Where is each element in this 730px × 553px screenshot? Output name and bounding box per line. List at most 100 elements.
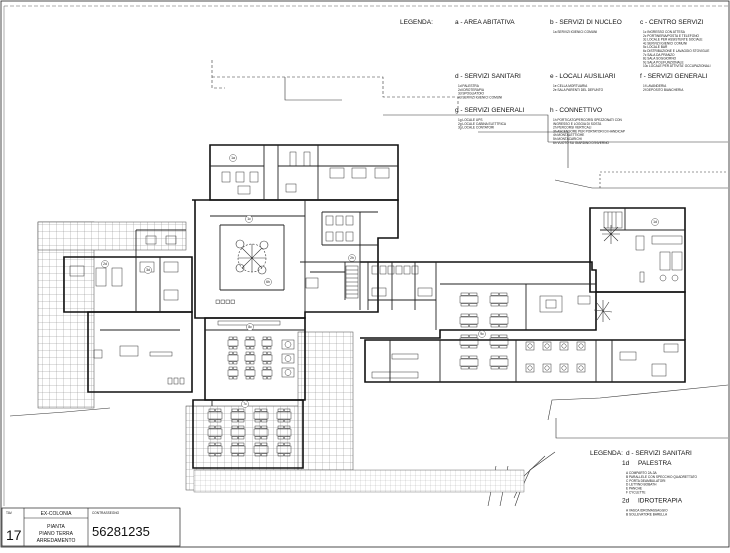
bar-counter: [391, 353, 419, 360]
stairs: [345, 211, 623, 299]
bench-long: [149, 351, 173, 357]
card-table: [525, 341, 535, 351]
chair: [284, 442, 291, 446]
lounge-table-round: [284, 341, 292, 348]
legend-group-head: c - CENTRO SERVIZI: [640, 19, 704, 26]
chair: [277, 419, 284, 423]
wc: [345, 215, 354, 226]
legend-item: 4h MONTALETTIGHE: [553, 133, 584, 137]
legend-item: 8c SALA SOGGIORNO: [643, 57, 677, 61]
title-line-1: PIANTA: [47, 524, 65, 530]
chair: [250, 366, 255, 370]
chair: [469, 292, 478, 296]
dining-table: [227, 354, 239, 362]
dining-table: [261, 369, 273, 377]
chair: [490, 345, 499, 349]
lounge-table-round: [284, 369, 292, 376]
chair: [233, 351, 238, 355]
exercise-bench: [659, 251, 671, 271]
legend-item: 6h VUOTO SU GIARDINO D'INVERNO: [553, 141, 610, 145]
chair: [215, 453, 222, 457]
chair: [215, 425, 222, 429]
chair: [208, 442, 215, 446]
dining-table: [489, 316, 509, 325]
lounge-table: [281, 367, 295, 378]
chair: [238, 419, 245, 423]
chair: [499, 355, 508, 359]
card-table-top: [561, 365, 567, 371]
chair: [250, 351, 255, 355]
chair: [262, 336, 267, 340]
legend-item: 1c INGRESSO CON ATTESA: [643, 30, 686, 34]
chair: [460, 313, 469, 317]
chair: [228, 366, 233, 370]
room-label-3d: 3d: [144, 266, 152, 274]
dining-table: [276, 411, 292, 420]
wc-cubicle: [249, 171, 259, 183]
dining-table: [244, 369, 256, 377]
chair: [238, 442, 245, 446]
armchair: [577, 295, 591, 305]
chair: [228, 336, 233, 340]
dining-table: [244, 354, 256, 362]
chair: [261, 425, 268, 429]
parallel-bars: [651, 235, 683, 245]
svg-text:1d: 1d: [653, 220, 657, 224]
chair: [469, 324, 478, 328]
legend-item: 3g LOCALE CONTATORI: [458, 126, 494, 130]
waiting-chair: [230, 299, 235, 304]
chair: [254, 419, 261, 423]
dining-table: [227, 339, 239, 347]
card-table-top: [527, 365, 533, 371]
stretcher-lift: [111, 267, 123, 287]
dining-table: [230, 411, 246, 420]
chair: [460, 324, 469, 328]
site-boundaries: [9, 60, 729, 507]
chair: [261, 408, 268, 412]
bench: [119, 345, 139, 357]
legend-item: 7c SALA DA PRANZO: [643, 53, 675, 57]
wc-disabled: [305, 277, 319, 289]
furniture-layout: [69, 151, 683, 457]
legend-item: 2f DEPOSITO BIANCHERIA: [643, 88, 684, 92]
room-label-9c: 9c: [478, 330, 486, 338]
wc: [335, 215, 344, 226]
dining-table: [276, 445, 292, 454]
dining-table: [253, 445, 269, 454]
dining-table: [227, 369, 239, 377]
legend-section-code: 2d: [622, 497, 630, 504]
chair: [245, 366, 250, 370]
bathtub: [303, 151, 311, 167]
chair: [262, 361, 267, 365]
card-table-top: [544, 365, 550, 371]
card-table: [576, 363, 586, 373]
locker: [173, 377, 179, 385]
chair: [499, 366, 508, 370]
bathtub: [289, 151, 297, 167]
chair: [469, 366, 478, 370]
chair: [250, 376, 255, 380]
legend-group-head: d - SERVIZI SANITARI: [455, 73, 521, 80]
dining-table: [207, 428, 223, 437]
shower: [329, 167, 345, 179]
chair: [245, 336, 250, 340]
chair: [228, 361, 233, 365]
winter-garden-plant: [235, 239, 269, 275]
wc: [325, 215, 334, 226]
partition-walls: [100, 145, 685, 406]
chair: [490, 355, 499, 359]
wc-cubicle: [221, 171, 231, 183]
chair: [245, 351, 250, 355]
card-table: [542, 341, 552, 351]
chair: [469, 345, 478, 349]
chair: [469, 334, 478, 338]
cyclette: [671, 274, 679, 282]
chair: [499, 334, 508, 338]
legend-item: 2c PORTINERIA/POSTA E TELEFONO: [643, 34, 699, 38]
dining-table: [276, 428, 292, 437]
shower: [351, 167, 367, 179]
chair: [267, 366, 272, 370]
chair: [228, 351, 233, 355]
legend-item: 5c LOCALE BAR: [643, 45, 668, 49]
